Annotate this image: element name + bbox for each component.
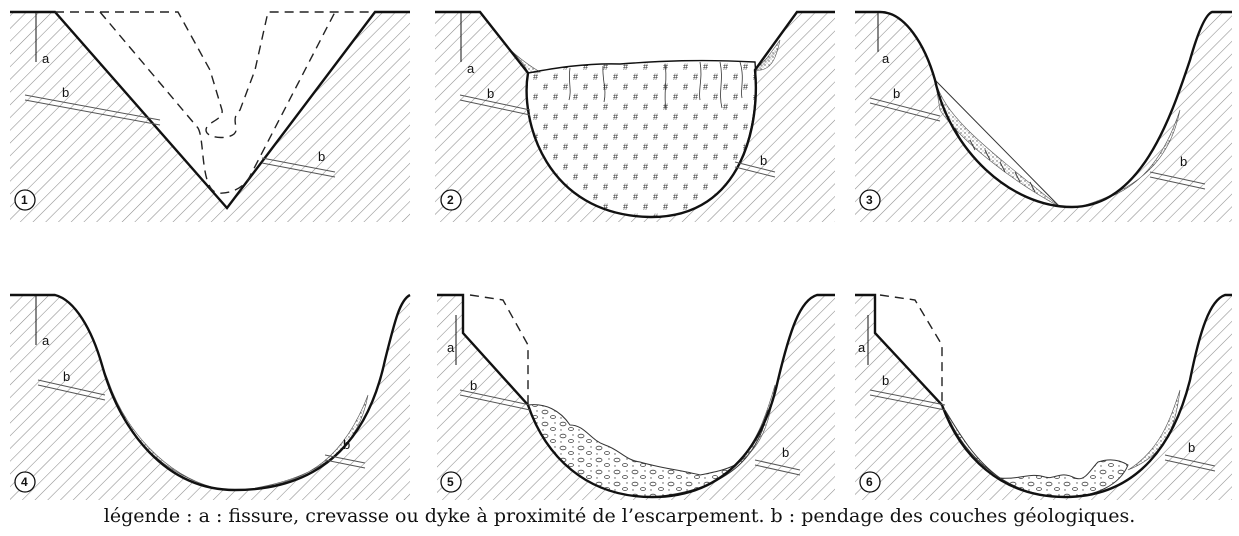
label-b-left: b [487, 86, 494, 101]
label-b-right: b [760, 153, 767, 168]
panel-2: a b b 2 [435, 12, 835, 222]
panel-number: 5 [447, 475, 454, 489]
bedrock [10, 295, 410, 500]
label-b-left: b [62, 85, 69, 100]
label-b-right: b [343, 437, 350, 452]
panel-number: 2 [447, 193, 454, 207]
panel-5: a b b 5 [437, 295, 835, 500]
label-b-left: b [882, 373, 889, 388]
label-b-left: b [470, 378, 477, 393]
panel-6: a b b 6 [855, 295, 1232, 500]
label-b-left: b [893, 86, 900, 101]
label-a: a [467, 61, 475, 76]
panel-number: 3 [866, 193, 873, 207]
label-a: a [447, 340, 455, 355]
label-a: a [42, 333, 50, 348]
label-a: a [882, 51, 890, 66]
panel-1: a b b 1 [10, 12, 410, 222]
label-b-right: b [782, 445, 789, 460]
label-b-right: b [1180, 154, 1187, 169]
panel-number: 1 [21, 193, 28, 207]
panel-number: 4 [21, 475, 28, 489]
label-a: a [42, 51, 50, 66]
panel-number: 6 [866, 475, 873, 489]
label-b-left: b [63, 369, 70, 384]
legend-caption: légende : a : fissure, crevasse ou dyke … [0, 505, 1239, 527]
bedrock [855, 295, 1232, 500]
panel-3: a b b 3 [855, 12, 1232, 222]
label-a: a [858, 340, 866, 355]
label-b-right: b [318, 149, 325, 164]
label-b-right: b [1188, 440, 1195, 455]
panel-4: a b b 4 [10, 295, 410, 500]
